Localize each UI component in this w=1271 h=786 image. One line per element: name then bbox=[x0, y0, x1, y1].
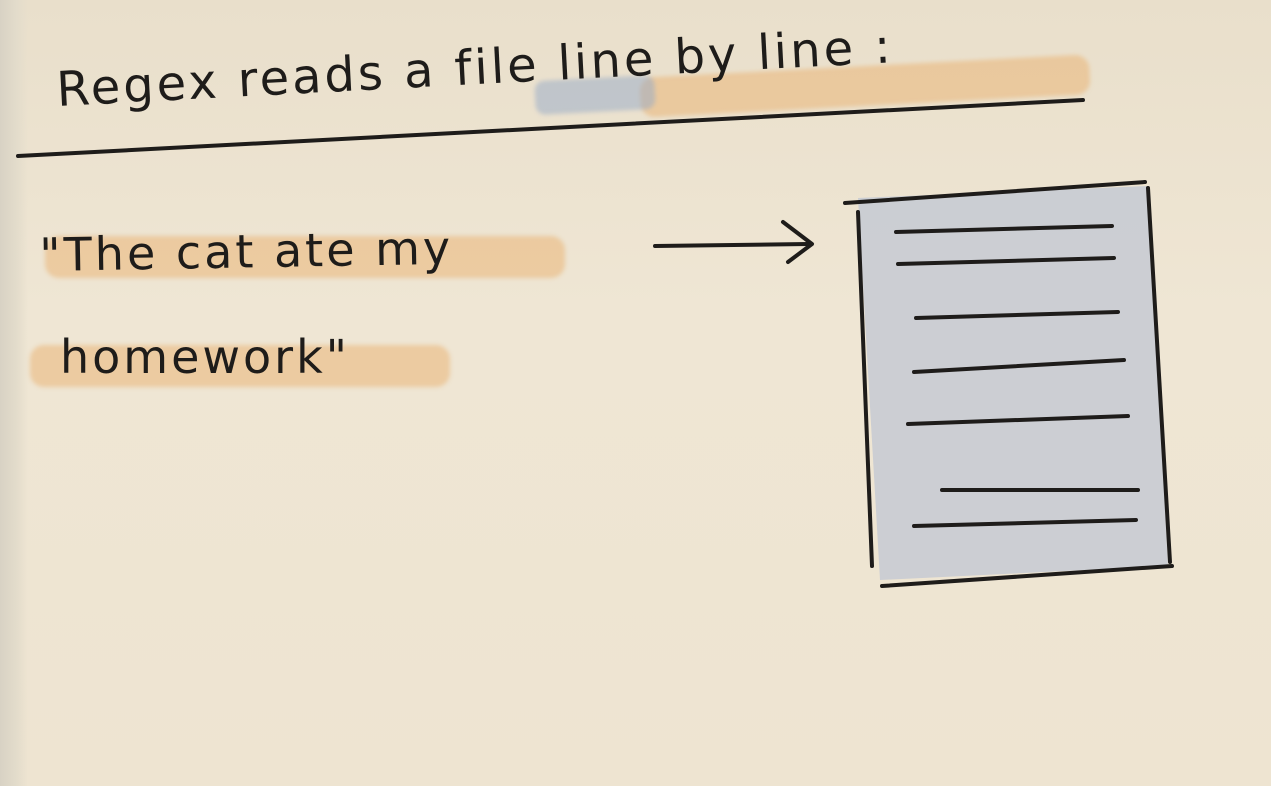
quote-line-2: homework" bbox=[60, 330, 350, 384]
quote1-highlight bbox=[45, 236, 565, 278]
heading-underline bbox=[16, 98, 1085, 158]
arrow-right-icon bbox=[653, 220, 814, 264]
document-icon bbox=[843, 180, 1174, 588]
card-edge bbox=[0, 0, 28, 786]
quote2-highlight bbox=[30, 345, 450, 387]
